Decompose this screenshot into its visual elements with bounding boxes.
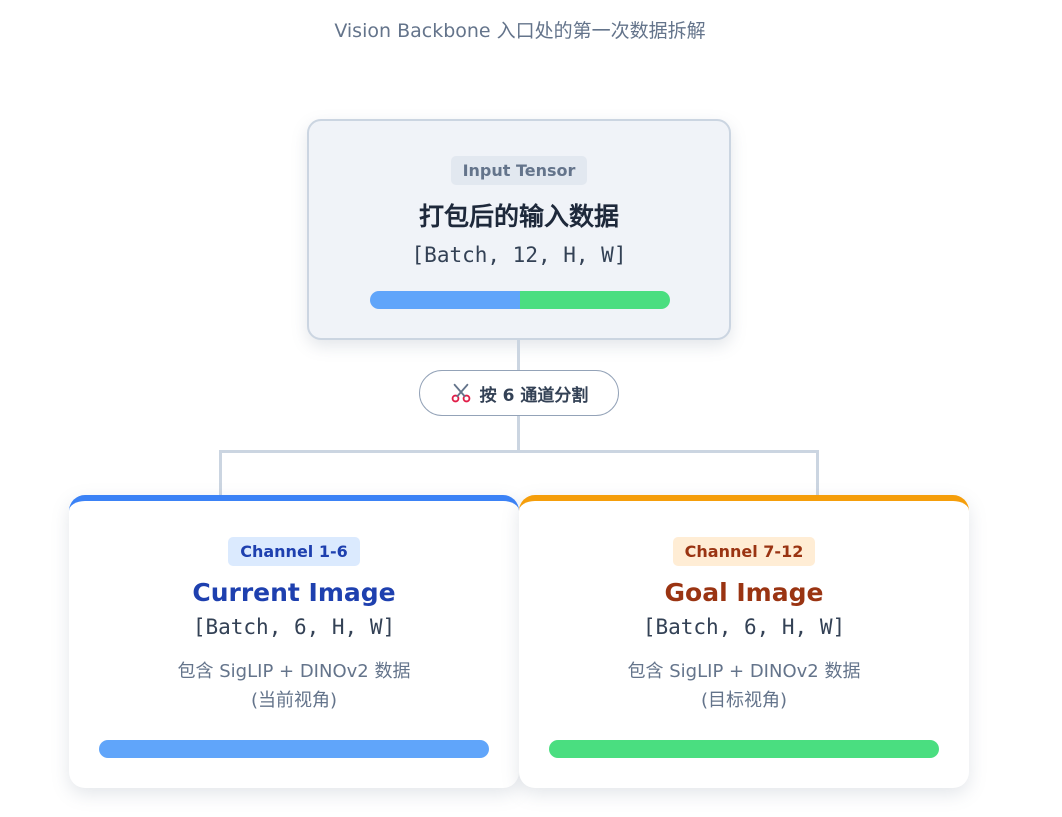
goal-image-bar [549, 740, 939, 758]
current-image-card: Channel 1-6 Current Image [Batch, 6, H, … [69, 495, 519, 788]
input-tensor-tag: Input Tensor [450, 156, 588, 185]
diagram-title: Vision Backbone 入口处的第一次数据拆解 [334, 20, 706, 42]
input-channel-bar [370, 291, 670, 309]
current-image-desc-line1: 包含 SigLIP + DINOv2 数据 [177, 661, 411, 682]
connector-input-to-split [517, 340, 520, 370]
input-tensor-shape: [Batch, 12, H, W] [411, 243, 627, 267]
connector-right-down [816, 450, 819, 496]
goal-image-desc-line2: (目标视角) [700, 690, 788, 711]
goal-image-name: Goal Image [664, 578, 824, 607]
connector-horizontal [219, 450, 819, 453]
goal-image-card: Channel 7-12 Goal Image [Batch, 6, H, W]… [519, 495, 969, 788]
input-tensor-node: Input Tensor 打包后的输入数据 [Batch, 12, H, W] [307, 119, 731, 340]
connector-split-down [517, 416, 520, 452]
connector-left-down [219, 450, 222, 496]
goal-image-desc-line1: 包含 SigLIP + DINOv2 数据 [627, 661, 861, 682]
current-image-bar [99, 740, 489, 758]
current-image-desc-line2: (当前视角) [250, 690, 338, 711]
current-image-name: Current Image [192, 578, 396, 607]
input-tensor-name: 打包后的输入数据 [418, 202, 619, 231]
goal-image-tag: Channel 7-12 [672, 537, 816, 566]
goal-image-shape: [Batch, 6, H, W] [642, 615, 846, 639]
split-operation-label: 按 6 通道分割 [479, 385, 589, 406]
split-operation-pill: 按 6 通道分割 [419, 370, 619, 416]
current-image-description: 包含 SigLIP + DINOv2 数据 (当前视角) [69, 657, 519, 715]
current-image-tag: Channel 1-6 [228, 537, 360, 566]
input-bar-current-half [370, 291, 520, 309]
goal-image-description: 包含 SigLIP + DINOv2 数据 (目标视角) [519, 657, 969, 715]
current-image-shape: [Batch, 6, H, W] [192, 615, 396, 639]
scissors-icon [451, 383, 471, 403]
input-bar-goal-half [520, 291, 670, 309]
